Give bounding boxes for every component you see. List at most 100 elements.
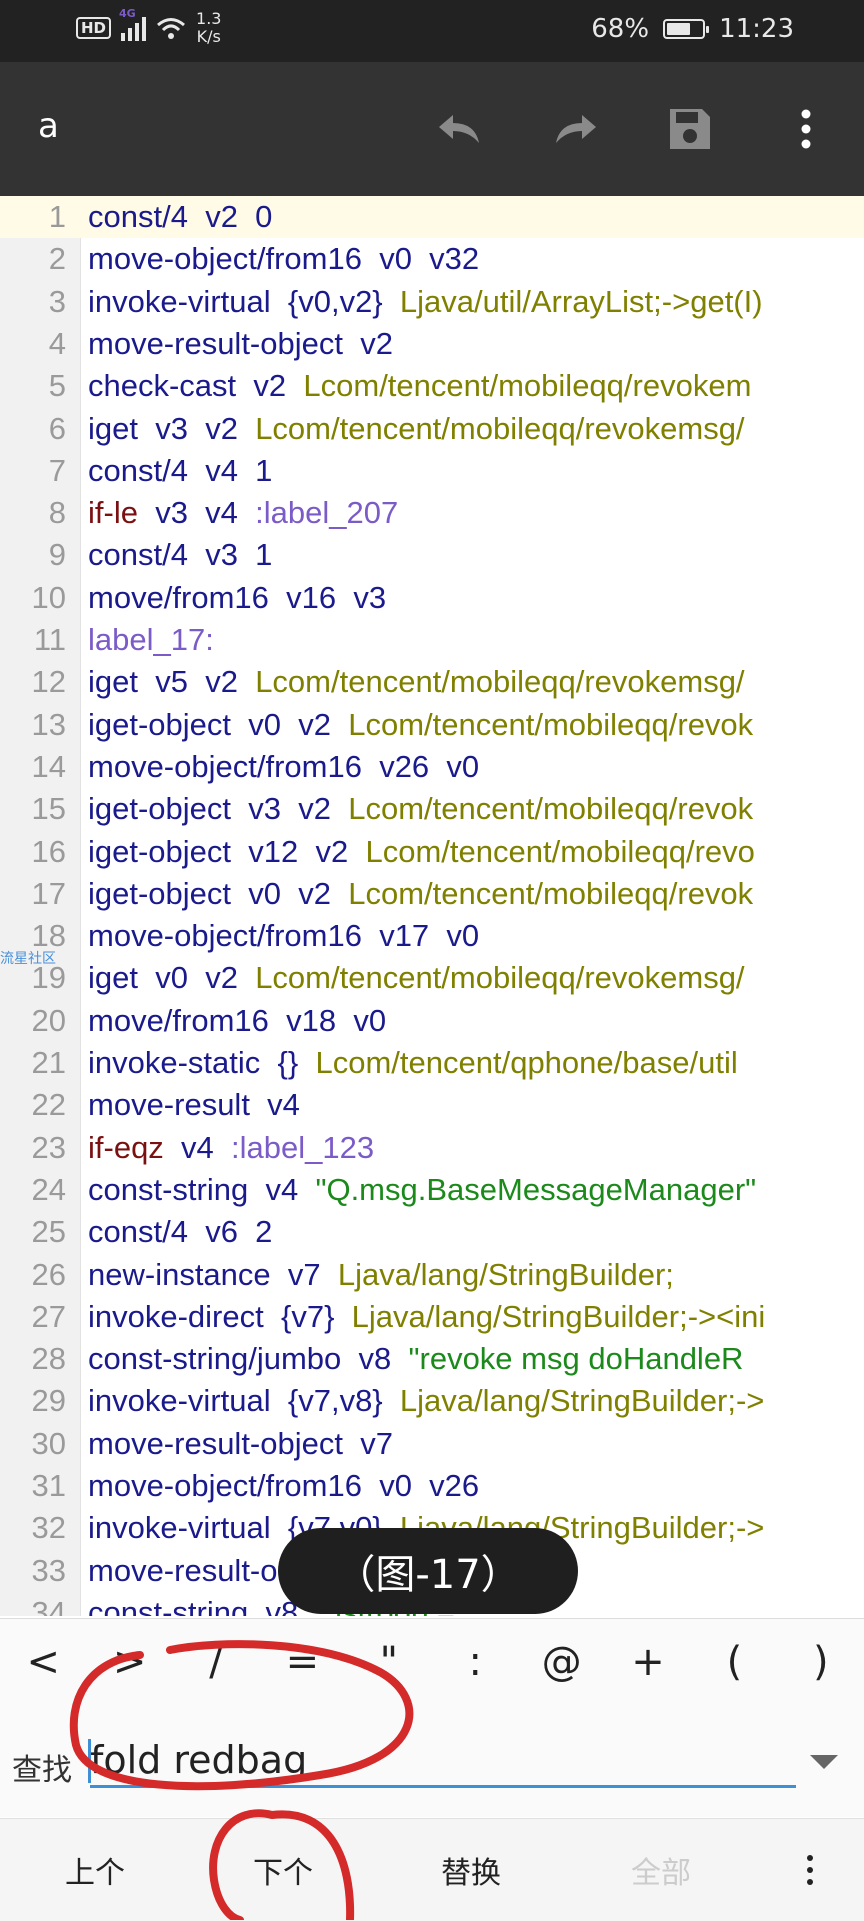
undo-icon[interactable] bbox=[433, 101, 489, 157]
code-token-reg: v2 bbox=[205, 960, 238, 996]
code-text: move-result-object v2 bbox=[88, 326, 393, 362]
code-token-reg: v0 bbox=[353, 1002, 387, 1038]
symbol-key[interactable]: ( bbox=[726, 1639, 743, 1685]
code-token-lbl: :label_207 bbox=[255, 495, 399, 531]
symbol-key[interactable]: @ bbox=[541, 1639, 582, 1685]
search-input[interactable] bbox=[90, 1735, 796, 1788]
code-token-reg: v7 bbox=[287, 1256, 321, 1292]
status-right: 68% 11:23 bbox=[591, 14, 794, 44]
code-token-reg: v0 bbox=[379, 241, 412, 277]
code-token-cls: Lcom/tencent/mobileqq/revokemsg/ bbox=[255, 664, 745, 700]
next-match-button[interactable]: 下个 bbox=[253, 1856, 313, 1891]
line-number: 8 bbox=[48, 495, 66, 531]
code-token-reg: v0 bbox=[379, 1468, 412, 1503]
code-text: iget v0 v2 Lcom/tencent/mobileqq/revokem… bbox=[88, 960, 745, 996]
code-token-reg: v3 bbox=[155, 410, 188, 446]
code-text: const/4 v4 1 bbox=[88, 453, 272, 489]
file-title: a bbox=[38, 106, 59, 146]
symbol-key[interactable]: = bbox=[285, 1639, 320, 1685]
line-number: 34 bbox=[31, 1594, 66, 1616]
code-token-lbl: label_17: bbox=[88, 622, 214, 657]
code-text: invoke-static {} Lcom/tencent/qphone/bas… bbox=[88, 1045, 738, 1081]
code-text: move-object/from16 v0 v26 bbox=[88, 1468, 479, 1504]
code-text: iget v5 v2 Lcom/tencent/mobileqq/revokem… bbox=[88, 664, 745, 700]
line-number: 31 bbox=[31, 1468, 66, 1503]
line-number: 15 bbox=[31, 791, 66, 827]
line-number: 4 bbox=[48, 325, 66, 361]
symbol-key[interactable]: + bbox=[631, 1639, 665, 1685]
line-number: 9 bbox=[48, 537, 66, 573]
more-vert-icon[interactable] bbox=[778, 101, 834, 157]
code-line[interactable]: 15 iget-object v3 v2 Lcom/tencent/mobileq… bbox=[0, 788, 864, 830]
code-text: const/4 v6 2 bbox=[88, 1214, 272, 1250]
code-text: if-eqz v4 :label_123 bbox=[88, 1130, 374, 1166]
save-icon[interactable] bbox=[662, 101, 718, 157]
code-token-opcode: iget-object bbox=[88, 875, 232, 911]
line-number: 26 bbox=[31, 1256, 66, 1292]
more-options-icon[interactable] bbox=[780, 1819, 840, 1921]
search-action-bar: 上个 下个 替换 全部 bbox=[0, 1818, 864, 1921]
line-number: 10 bbox=[31, 579, 66, 615]
code-token-opcode: new-instance bbox=[88, 1256, 271, 1292]
code-token-opcode: const/4 bbox=[88, 452, 188, 488]
symbol-key[interactable]: ) bbox=[813, 1639, 829, 1685]
redo-icon[interactable] bbox=[546, 101, 602, 157]
code-token-opcode: iget bbox=[88, 960, 138, 996]
line-number: 22 bbox=[31, 1087, 66, 1123]
code-token-reg: {v0,v2} bbox=[287, 283, 383, 319]
symbol-key[interactable]: > bbox=[112, 1639, 147, 1685]
code-line[interactable]: 4 move-result-object v2 bbox=[0, 323, 864, 365]
code-token-reg: v4 bbox=[267, 1087, 300, 1123]
code-token-reg: v3 bbox=[353, 579, 387, 615]
search-label: 查找 bbox=[12, 1753, 72, 1788]
replace-button[interactable]: 替换 bbox=[441, 1856, 501, 1891]
status-left: HD 4G 1.3 K/s bbox=[76, 7, 221, 46]
code-token-opcode: move-result-object bbox=[88, 1425, 343, 1461]
code-line[interactable]: 31 move-object/from16 v0 v26 bbox=[0, 1465, 864, 1507]
previous-match-button[interactable]: 上个 bbox=[65, 1856, 125, 1891]
code-token-reg: v4 bbox=[181, 1129, 214, 1165]
symbol-key[interactable]: : bbox=[468, 1639, 482, 1685]
symbol-key[interactable]: " bbox=[379, 1639, 399, 1685]
symbol-key[interactable]: / bbox=[209, 1639, 223, 1685]
replace-all-button[interactable]: 全部 bbox=[631, 1856, 691, 1891]
code-token-reg: v3 bbox=[248, 791, 282, 827]
symbol-key[interactable]: < bbox=[26, 1639, 60, 1685]
network-type: 4G bbox=[119, 7, 136, 20]
code-text: iget-object v3 v2 Lcom/tencent/mobileqq/… bbox=[88, 791, 753, 827]
code-token-cls: Lcom/tencent/mobileqq/revokemsg/ bbox=[255, 960, 745, 996]
line-number: 6 bbox=[48, 410, 66, 446]
line-number: 1 bbox=[48, 199, 66, 234]
dropdown-arrow-icon[interactable] bbox=[810, 1755, 838, 1769]
code-token-reg: v0 bbox=[248, 706, 282, 742]
